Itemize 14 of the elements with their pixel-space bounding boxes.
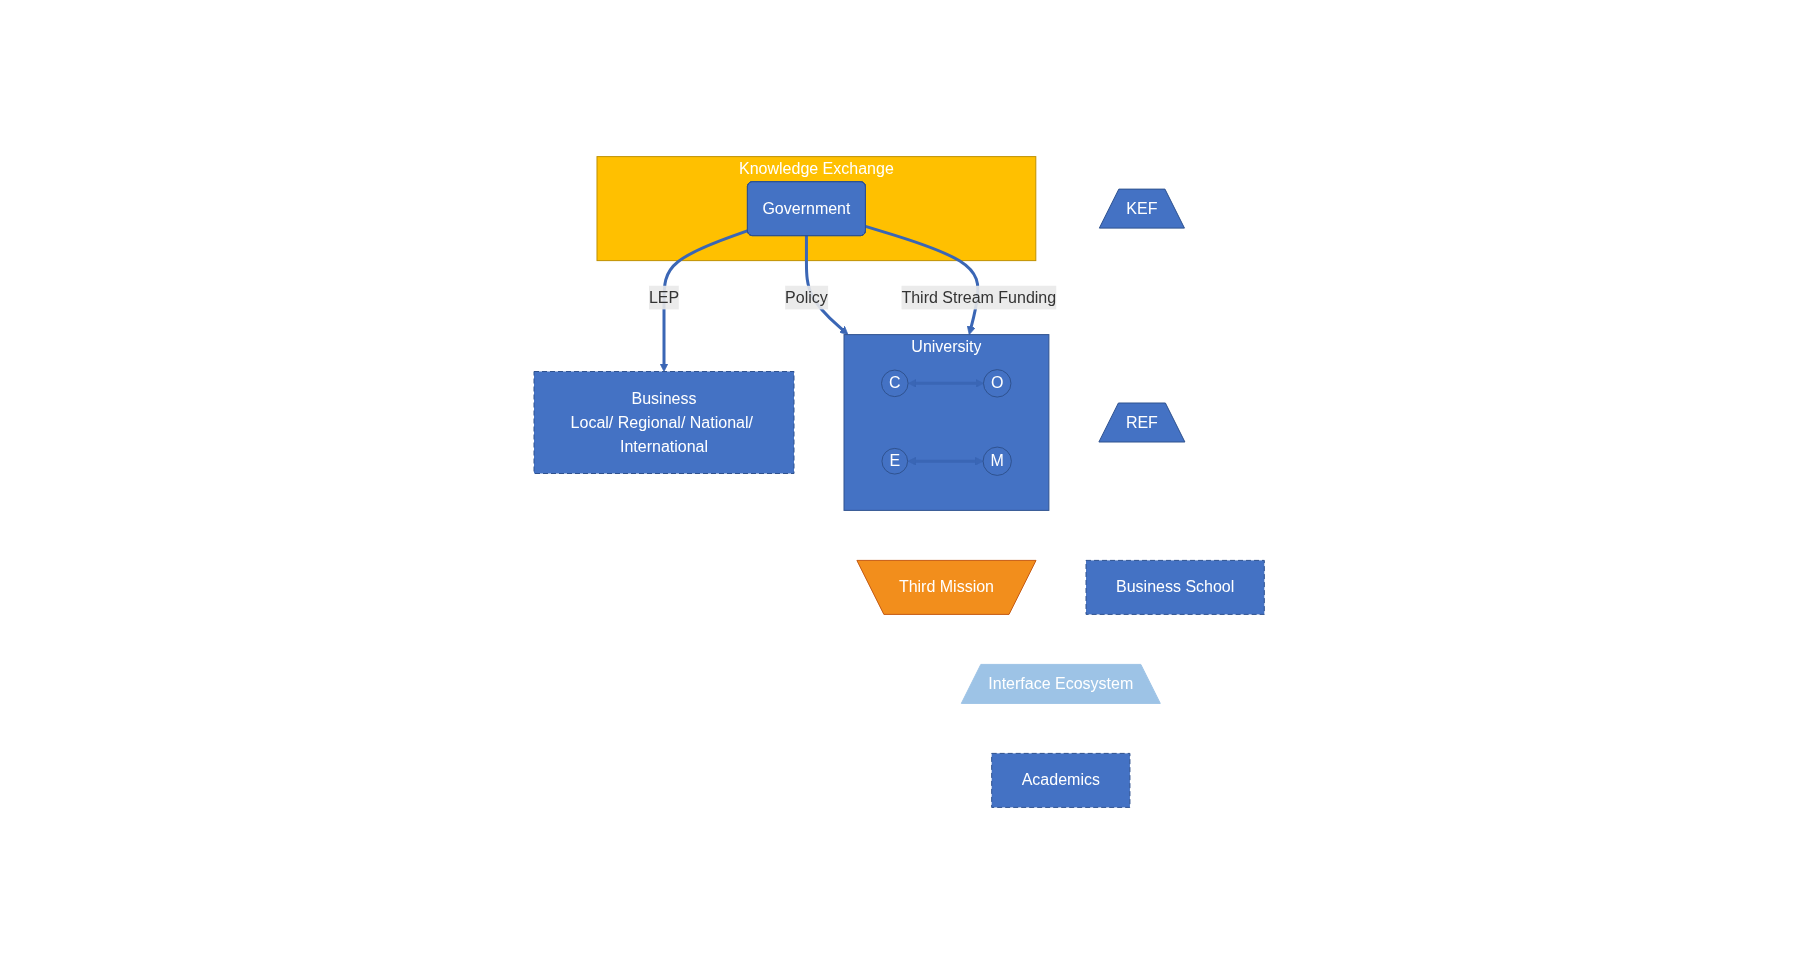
node-box: Academics [991, 752, 1131, 808]
arrow [659, 228, 749, 372]
node-circle: E [881, 447, 908, 475]
node-circle: M [982, 446, 1012, 476]
edge-label: Third Stream Funding [901, 288, 1056, 306]
node-box: Business School [1085, 559, 1265, 615]
edge-label: Policy [784, 288, 828, 306]
arrow [864, 224, 980, 335]
arrow [907, 378, 984, 388]
node-circle: O [982, 368, 1012, 398]
arrow [907, 456, 984, 466]
node-circle: C [880, 369, 909, 397]
edge-label: LEP [648, 288, 679, 306]
node-box: Business Local/ Regional/ National/ International [533, 370, 795, 474]
